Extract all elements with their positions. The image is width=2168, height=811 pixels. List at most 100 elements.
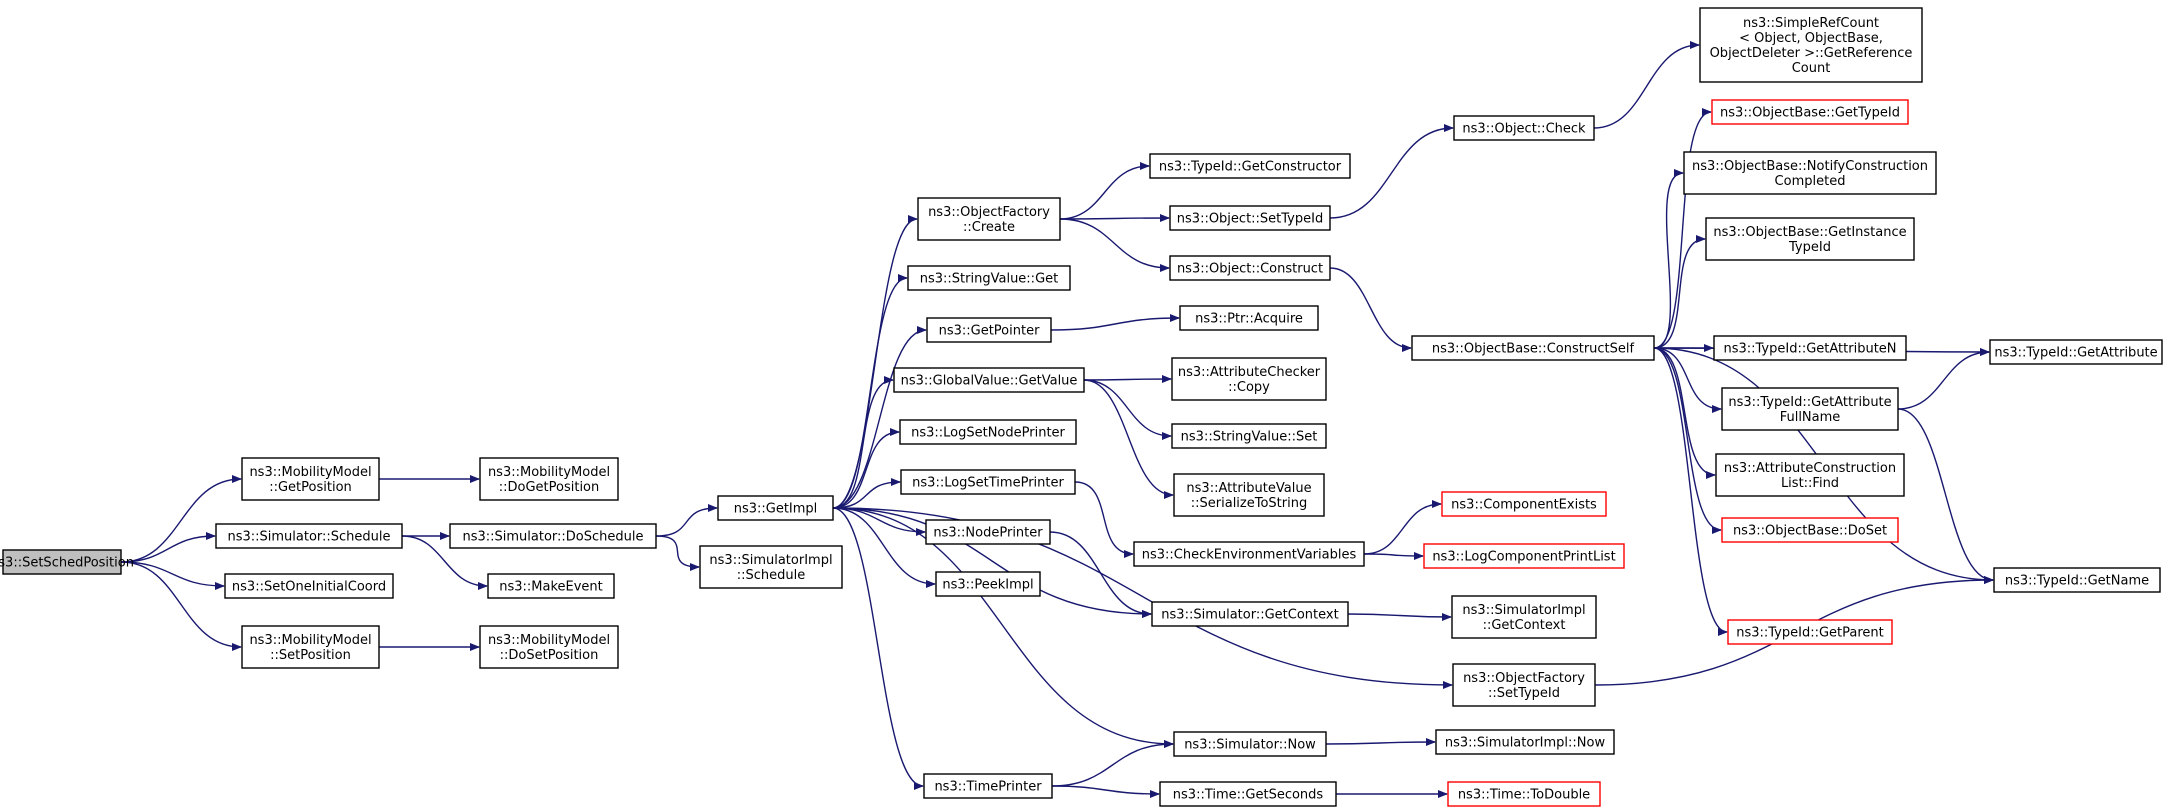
node-box [1453,115,1595,141]
node-simulatorimpl-getcontext[interactable]: ns3::SimulatorImpl::GetContext [1451,595,1597,639]
node-label: ns3::NodePrinter [933,526,1043,541]
node-objectbase-constructself[interactable]: ns3::ObjectBase::ConstructSelf [1411,335,1655,361]
node-box [1447,781,1601,807]
node-label: ns3::SimulatorImpl::Now [1445,736,1606,751]
node-componentexists[interactable]: ns3::ComponentExists [1441,491,1607,517]
edge-n0-to-n3 [120,561,225,590]
edge-n9-to-n18 [832,507,936,588]
node-label: ::GetPosition [269,480,352,495]
node-ptr-acquire[interactable]: ns3::Ptr::Acquire [1179,305,1319,331]
node-getimpl[interactable]: ns3::GetImpl [717,495,834,521]
node-simulator-now[interactable]: ns3::Simulator::Now [1173,731,1327,757]
node-box [1423,543,1625,569]
node-label: Completed [1775,174,1846,189]
node-logsetnodeprinter[interactable]: ns3::LogSetNodePrinter [899,419,1077,445]
node-simulator-getcontext[interactable]: ns3::Simulator::GetContext [1151,601,1349,627]
node-logcomponentprintlist[interactable]: ns3::LogComponentPrintList [1423,543,1625,569]
node-mobilitymodel-setposition[interactable]: ns3::MobilityModel::SetPosition [241,625,380,669]
node-simulator-schedule[interactable]: ns3::Simulator::Schedule [215,523,403,549]
node-simulatorimpl-now[interactable]: ns3::SimulatorImpl::Now [1435,729,1615,755]
node-typeid-getattribute[interactable]: ns3::TypeId::GetAttribute [1989,339,2163,365]
node-objectbase-doset[interactable]: ns3::ObjectBase::DoSet [1721,517,1899,543]
node-label: ns3::GetPointer [939,324,1040,339]
node-objectfactory-create[interactable]: ns3::ObjectFactory::Create [917,197,1061,241]
node-attributevalue-serializetostring[interactable]: ns3::AttributeValue::SerializeToString [1173,473,1325,517]
node-setoneinitialcoord[interactable]: ns3::SetOneInitialCoord [224,573,394,599]
node-typeid-getattributen[interactable]: ns3::TypeId::GetAttributeN [1713,335,1907,361]
node-box [1993,567,2161,593]
node-label: ObjectDeleter >::GetReference [1710,46,1913,61]
node-box [1452,663,1596,707]
node-attributechecker-copy[interactable]: ns3::AttributeChecker::Copy [1171,357,1327,401]
node-label: ns3::AttributeConstruction [1724,461,1896,476]
edge-n9-to-n13 [832,326,927,509]
node-label: ::SetTypeId [1488,686,1560,701]
edge-n14-to-n26 [1083,379,1174,499]
node-box [479,625,619,669]
node-objectfactory-settypeid[interactable]: ns3::ObjectFactory::SetTypeId [1452,663,1596,707]
node-mobilitymodel-dogetposition[interactable]: ns3::MobilityModel::DoGetPosition [479,457,619,501]
node-simulatorimpl-schedule[interactable]: ns3::SimulatorImpl::Schedule [699,545,843,589]
node-layer: ns3::SetSchedPositionns3::MobilityModel:… [0,7,2163,807]
node-objectbase-notifyconstruction-completed[interactable]: ns3::ObjectBase::NotifyConstructionCompl… [1683,151,1937,195]
node-box [1727,619,1893,645]
node-label: ns3::TimePrinter [934,780,1042,795]
node-box [1169,205,1331,231]
node-stringvalue-set[interactable]: ns3::StringValue::Set [1171,423,1327,449]
node-label: ns3::TypeId::GetAttribute [1728,395,1891,410]
node-stringvalue-get[interactable]: ns3::StringValue::Get [907,265,1071,291]
node-timeprinter[interactable]: ns3::TimePrinter [923,773,1053,799]
edge-n9-to-n28 [832,507,1152,618]
node-mobilitymodel-getposition[interactable]: ns3::MobilityModel::GetPosition [241,457,380,501]
node-label: ns3::PeekImpl [942,578,1033,593]
edge-n32-to-n42 [1653,235,1706,349]
node-makeevent[interactable]: ns3::MakeEvent [487,573,615,599]
node-label: ns3::LogComponentPrintList [1432,550,1615,565]
node-typeid-getconstructor[interactable]: ns3::TypeId::GetConstructor [1149,153,1351,179]
node-peekimpl[interactable]: ns3::PeekImpl [935,571,1041,597]
node-getpointer[interactable]: ns3::GetPointer [926,317,1052,343]
node-label: < Object, ObjectBase, [1739,31,1883,46]
edge-n22-to-n32 [1329,267,1412,352]
node-label: TypeId [1788,240,1831,255]
node-time-getseconds[interactable]: ns3::Time::GetSeconds [1159,781,1337,807]
node-simplerefcount-object-objectbase-objectdeleter-getreference-count[interactable]: ns3::SimpleRefCount< Object, ObjectBase,… [1699,7,1923,83]
node-label: ns3::MobilityModel [488,465,610,480]
edge-n31-to-n39 [1593,41,1700,129]
edge-n32-to-n44 [1653,347,1722,413]
node-typeid-getparent[interactable]: ns3::TypeId::GetParent [1727,619,1893,645]
node-label: ns3::AttributeValue [1186,481,1311,496]
edge-n32-to-n47 [1653,347,1728,636]
edge-n11-to-n22 [1059,218,1170,272]
node-label: ns3::StringValue::Get [920,272,1058,287]
node-box [1715,453,1905,497]
node-object-settypeid[interactable]: ns3::Object::SetTypeId [1169,205,1331,231]
node-label: ns3::SimpleRefCount [1743,16,1879,31]
node-nodeprinter[interactable]: ns3::NodePrinter [925,519,1051,545]
node-globalvalue-getvalue[interactable]: ns3::GlobalValue::GetValue [893,367,1085,393]
node-label: ns3::ObjectBase::NotifyConstruction [1692,159,1928,174]
node-label: ns3::LogSetNodePrinter [911,426,1065,441]
edge-n9-to-n29 [832,507,1174,748]
node-label: Count [1792,61,1831,76]
node-label: ns3::SimulatorImpl [1462,603,1585,618]
node-label: ns3::AttributeChecker [1178,365,1321,380]
node-objectbase-gettypeid[interactable]: ns3::ObjectBase::GetTypeId [1711,99,1909,125]
node-typeid-getname[interactable]: ns3::TypeId::GetName [1993,567,2161,593]
node-label: ns3::Ptr::Acquire [1195,312,1303,327]
node-box [479,457,619,501]
node-object-construct[interactable]: ns3::Object::Construct [1169,255,1331,281]
node-simulator-doschedule[interactable]: ns3::Simulator::DoSchedule [449,523,657,549]
edge-n14-to-n25 [1083,379,1172,440]
node-label: ns3::SetOneInitialCoord [232,580,386,595]
node-time-todouble[interactable]: ns3::Time::ToDouble [1447,781,1601,807]
node-logsettimeprinter[interactable]: ns3::LogSetTimePrinter [900,469,1076,495]
node-mobilitymodel-dosetposition[interactable]: ns3::MobilityModel::DoSetPosition [479,625,619,669]
node-checkenvironmentvariables[interactable]: ns3::CheckEnvironmentVariables [1133,541,1365,567]
node-box [2,549,122,575]
edge-n6-to-n9 [655,504,718,537]
node-object-check[interactable]: ns3::Object::Check [1453,115,1595,141]
